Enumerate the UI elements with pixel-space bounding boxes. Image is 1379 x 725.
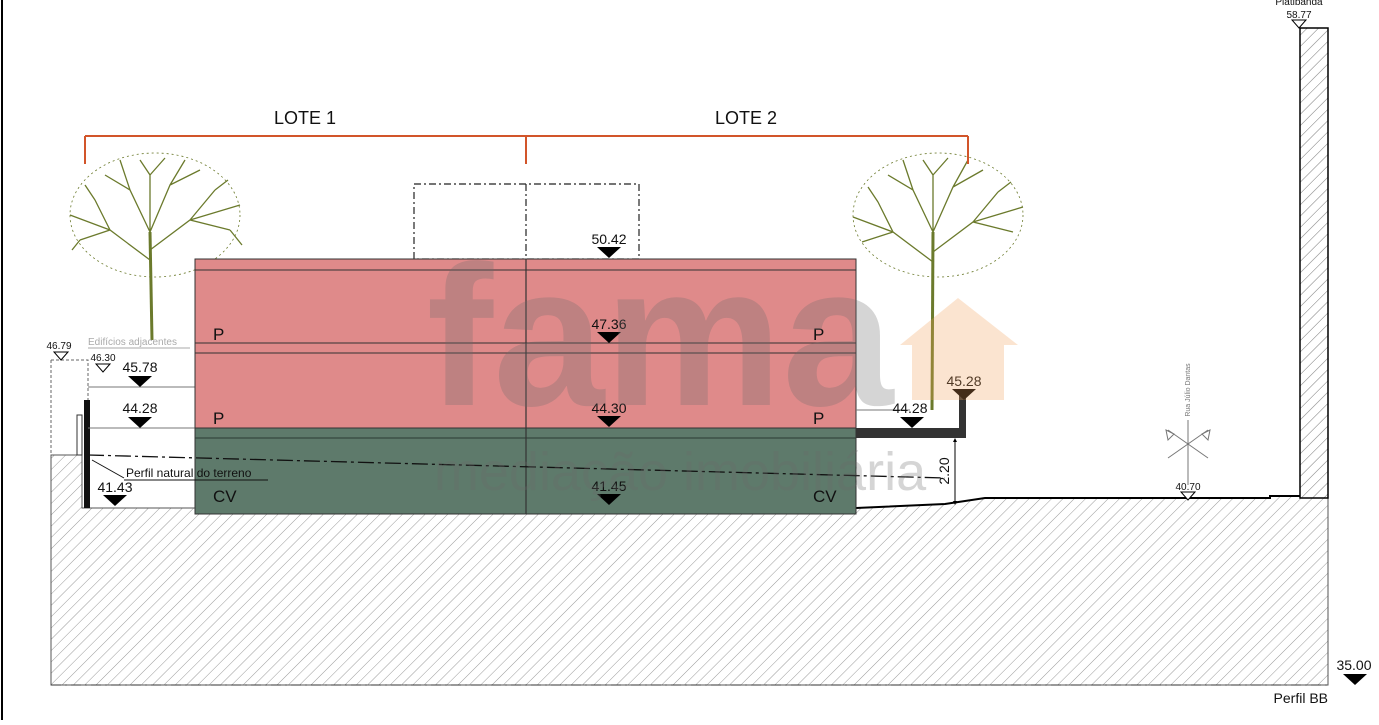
- level-right-wall: 45.28: [946, 373, 981, 389]
- watermark-brand: fama: [427, 225, 896, 448]
- lot-bracket: [84, 135, 969, 164]
- floor-label-right-lower: P: [813, 409, 824, 428]
- level-adjacent-inner: 46.30: [90, 353, 115, 364]
- level-platibanda: 58.77: [1286, 10, 1311, 21]
- level-markers-open: [52, 19, 1308, 501]
- adjacent-buildings-label: Edifícios adjacentes: [88, 337, 177, 348]
- floor-label-left-basement: CV: [213, 487, 237, 506]
- level-roof: 50.42: [591, 231, 626, 247]
- height-dimension-value: 2.20: [936, 457, 952, 484]
- level-street: 40.70: [1175, 482, 1200, 493]
- left-retaining-wall: [84, 400, 90, 508]
- floor-label-right-upper: P: [813, 325, 824, 344]
- adjacent-buildings-outline: [50, 359, 89, 455]
- natural-terrain-line: [87, 454, 946, 479]
- level-left-mid: 44.28: [122, 400, 157, 416]
- tree-right: [852, 152, 1024, 411]
- level-right-terrace: 44.28: [892, 400, 927, 416]
- level-left-top: 45.78: [122, 359, 157, 375]
- terrain-leader: [91, 459, 125, 479]
- level-basement: 41.45: [591, 478, 626, 494]
- ground-surface: [855, 495, 1300, 509]
- platibanda-wall: [1299, 27, 1329, 499]
- street-name-label: Rua Júlio Dantas: [1185, 363, 1192, 417]
- level-first-floor: 44.30: [591, 400, 626, 416]
- lote-1-label: LOTE 1: [274, 108, 336, 128]
- watermark-house-icon: [900, 298, 1018, 400]
- tree-left: [69, 152, 243, 341]
- profile-label: Perfil BB: [1274, 690, 1328, 706]
- left-wall-cap: [76, 414, 83, 456]
- floor-label-left-lower: P: [213, 409, 224, 428]
- watermark: fama mediação imobiliária: [427, 225, 1018, 502]
- level-second-floor: 47.36: [591, 316, 626, 332]
- floor-label-left-upper: P: [213, 325, 224, 344]
- right-terrace-slab: [856, 428, 964, 438]
- natural-terrain-label: Perfil natural do terreno: [126, 466, 252, 480]
- level-adjacent-top: 46.79: [46, 341, 71, 352]
- platibanda-label: Platibanda: [1275, 0, 1323, 8]
- right-wall: [959, 394, 966, 438]
- watermark-tagline: mediação imobiliária: [434, 442, 927, 502]
- lote-2-label: LOTE 2: [715, 108, 777, 128]
- level-left-base: 41.43: [97, 479, 132, 495]
- level-datum: 35.00: [1336, 657, 1371, 673]
- street-lamp-icon: [1165, 420, 1211, 485]
- level-markers-filled: [103, 247, 1367, 685]
- floor-label-right-basement: CV: [813, 487, 837, 506]
